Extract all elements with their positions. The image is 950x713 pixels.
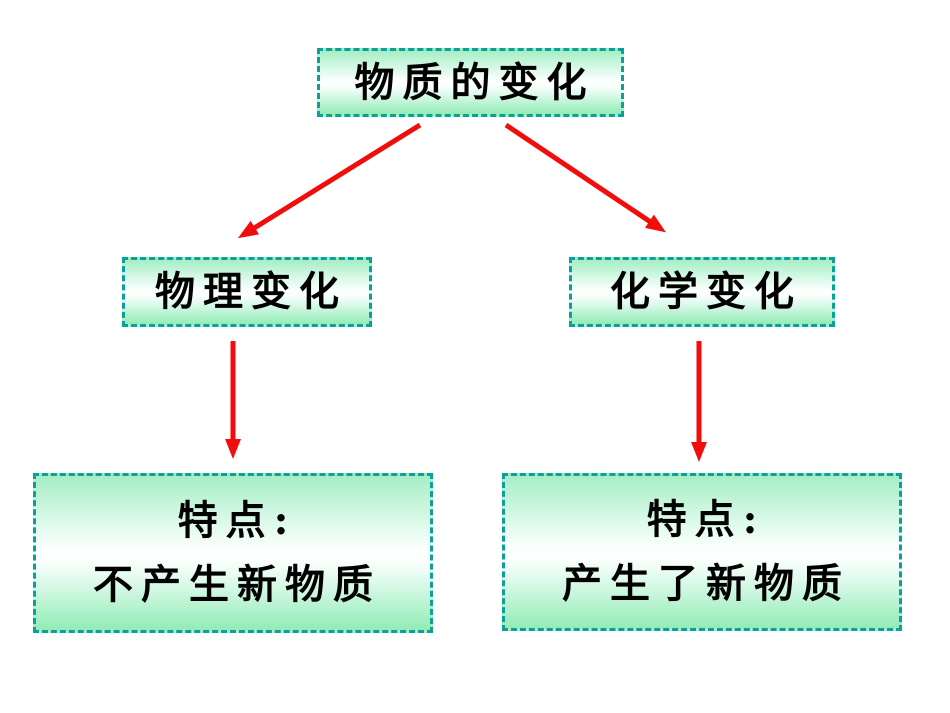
arrow-root-to-chemical — [504, 122, 666, 233]
node-chemical-feature: 特点: 产生了新物质 — [502, 473, 902, 631]
node-physical-change: 物理变化 — [122, 257, 372, 327]
physical-feature-heading: 特点: — [177, 496, 297, 544]
node-chemical-change: 化学变化 — [569, 257, 835, 327]
physical-feature-text: 不产生新物质 — [93, 561, 381, 609]
node-physical-change-label: 物理变化 — [155, 268, 347, 315]
arrow-root-to-physical — [237, 122, 422, 239]
node-physical-feature: 特点: 不产生新物质 — [33, 473, 433, 633]
chemical-feature-text: 产生了新物质 — [562, 560, 850, 607]
chemical-feature-heading: 特点: — [646, 496, 766, 543]
node-matter-changes-label: 物质的变化 — [354, 58, 595, 106]
node-chemical-change-label: 化学变化 — [610, 268, 802, 315]
node-matter-changes: 物质的变化 — [317, 48, 624, 117]
